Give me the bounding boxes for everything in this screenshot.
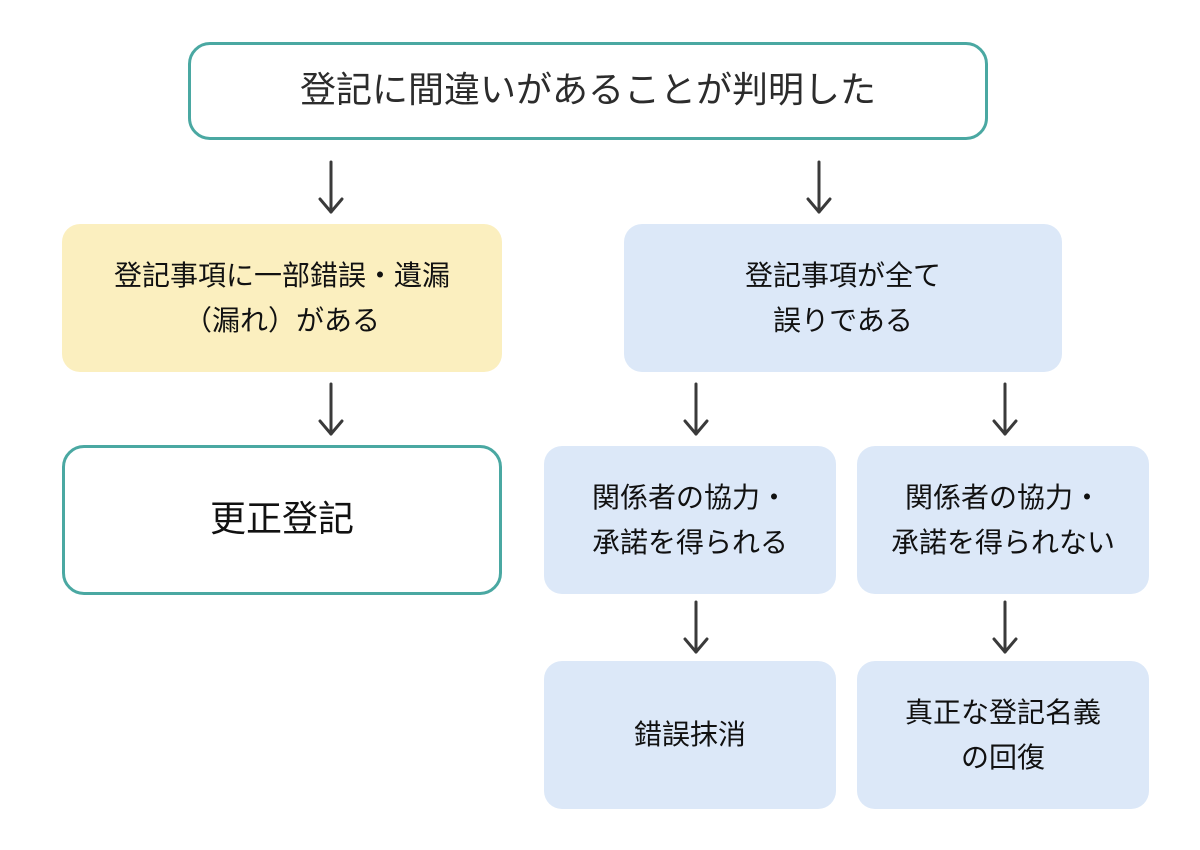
node-error-cancellation: 錯誤抹消 [544, 661, 836, 809]
arrow-partial-to-correction [318, 382, 344, 436]
node-error-found: 登記に間違いがあることが判明した [188, 42, 988, 140]
node-partial-error: 登記事項に一部錯誤・遺漏 （漏れ）がある [62, 224, 502, 372]
node-all-error: 登記事項が全て 誤りである [624, 224, 1062, 372]
node-title-restoration: 真正な登記名義 の回復 [857, 661, 1149, 809]
arrow-coop-no-to-restore [992, 600, 1018, 654]
arrow-all-to-coop-no [992, 382, 1018, 436]
node-correction-registration: 更正登記 [62, 445, 502, 595]
arrow-coop-yes-to-cancel [683, 600, 709, 654]
arrow-top-to-all [806, 160, 832, 214]
node-cooperation-obtained: 関係者の協力・ 承諾を得られる [544, 446, 836, 594]
arrow-all-to-coop-yes [683, 382, 709, 436]
node-cooperation-not-obtained: 関係者の協力・ 承諾を得られない [857, 446, 1149, 594]
arrow-top-to-partial [318, 160, 344, 214]
